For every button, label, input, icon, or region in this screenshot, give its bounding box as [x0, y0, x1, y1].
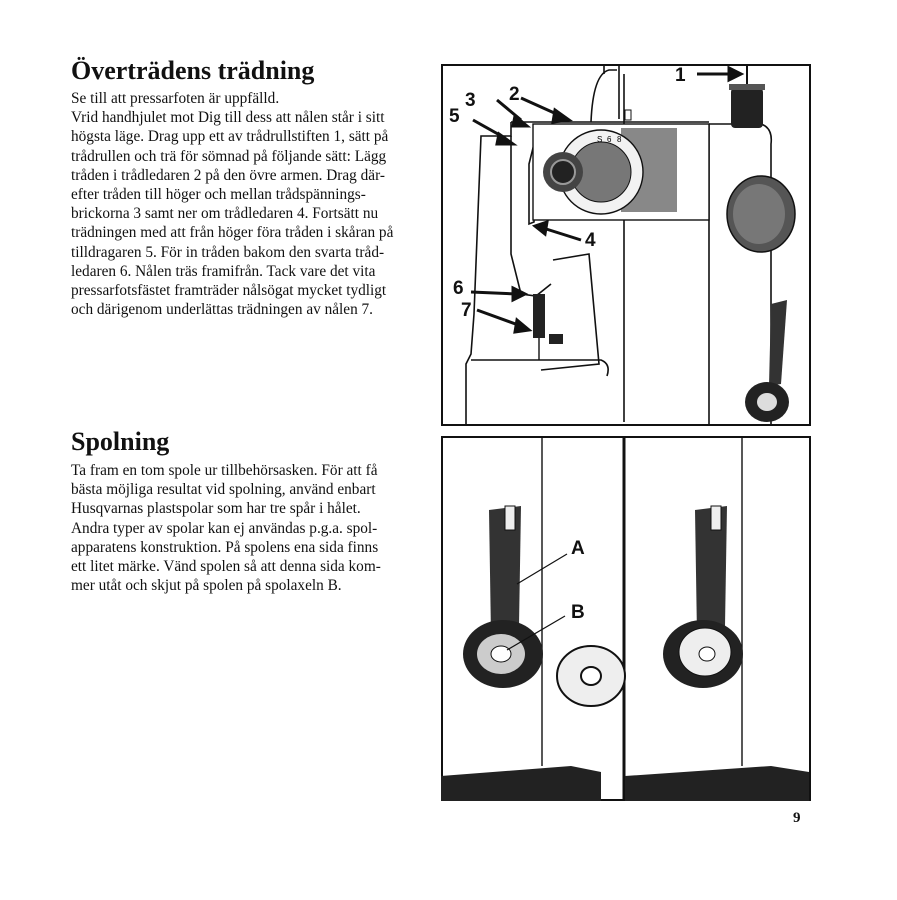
text-line: Husqvarnas plastspolar som har tre spår … [71, 500, 361, 518]
text-line: Vrid handhjulet mot Dig till dess att nå… [71, 109, 385, 127]
threading-instructions: Se till att pressarfoten är uppfälld. Vr… [71, 89, 419, 319]
text-line: apparatens konstruktion. På spolens ena … [71, 538, 379, 556]
callout-label: 7 [461, 300, 472, 321]
text-line: mer utåt och skjut på spolen på spolaxel… [71, 577, 342, 595]
text-line: Se till att pressarfoten är uppfälld. [71, 90, 280, 107]
threading-illustration: S 6 8 1 2 3 5 4 6 7 [441, 64, 811, 426]
text-line: högsta läge. Drag upp ett av trådrullsti… [71, 128, 389, 146]
callout-label: 5 [449, 106, 460, 127]
callout-label: 1 [675, 65, 686, 86]
empty-bobbin-icon [556, 645, 626, 707]
text-line: trådrullen och trä för sömnad på följand… [71, 147, 387, 165]
spool-icon [729, 64, 765, 128]
bobbin-winder-icon [663, 505, 743, 688]
callout-label: A [571, 538, 585, 559]
dial-mark: S [597, 135, 602, 144]
bobbin-winder-icon [463, 505, 543, 688]
callout-label: B [571, 602, 585, 623]
callout-lines [506, 553, 568, 651]
callout-label: 4 [585, 230, 596, 251]
text-line: efter tråden till höger och mellan tråds… [71, 186, 366, 204]
callout-label: 6 [453, 278, 464, 299]
spooling-instructions: Ta fram en tom spole ur tillbehörsasken.… [71, 461, 419, 595]
text-line: ledaren 6. Nålen träs framifrån. Tack va… [71, 262, 376, 280]
needle-bar [533, 294, 563, 360]
text-line: och därigenom underlättas trädningen av … [71, 301, 374, 319]
text-line: tråden i trådledaren 2 på den övre armen… [71, 166, 385, 184]
handwheel-icon [726, 175, 796, 253]
text-line: trädningen med att från höger föra tråde… [71, 224, 394, 242]
text-line: Ta fram en tom spole ur tillbehörsasken.… [71, 462, 378, 479]
spooling-illustration: A B [441, 436, 811, 801]
text-line: tilldragaren 5. För in tråden bakom den … [71, 243, 385, 261]
text-line: brickorna 3 samt ner om trådledaren 4. F… [71, 205, 379, 223]
callout-label: 3 [465, 90, 476, 111]
callout-label: 2 [509, 84, 520, 105]
page-number: 9 [793, 810, 801, 826]
text-line: bästa möjliga resultat vid spolning, anv… [71, 481, 376, 499]
text-line: Andra typer av spolar kan ej användas p.… [71, 519, 378, 537]
tension-dial-panel: S 6 8 [532, 109, 710, 221]
bobbin-winder-icon [745, 300, 789, 422]
dial-mark: 6 [607, 135, 612, 144]
callout-arrows [470, 65, 745, 334]
dial-mark: 8 [617, 135, 622, 144]
section-heading-spooling: Spolning [71, 427, 170, 456]
text-line: ett litet märke. Vänd spolen så att denn… [71, 558, 381, 576]
text-line: pressarfotsfästet framträder nålsögat my… [71, 282, 387, 300]
section-heading-threading: Överträdens trädning [71, 56, 315, 85]
